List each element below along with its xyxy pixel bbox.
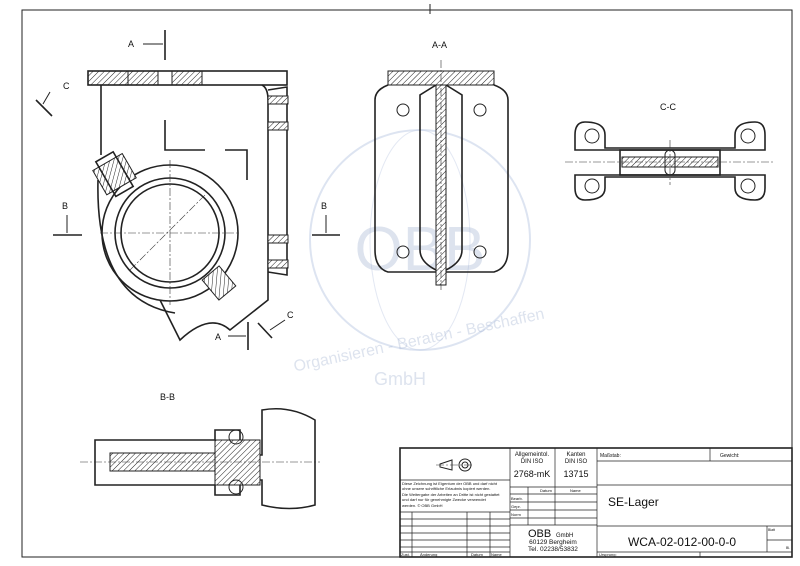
marker-a-top: A	[128, 39, 134, 49]
company-phone: Tel. 02238/53832	[528, 546, 578, 553]
projection-symbol-icon	[436, 458, 474, 472]
tolerance-label: Allgemeintol.	[515, 452, 550, 458]
edges-value: 13715	[563, 469, 588, 479]
copyright-note-line: werden. © OBB GmbH	[402, 503, 443, 508]
company-suffix: GmbH	[556, 533, 573, 539]
copyright-note-line: ohne unsere schriftliche Erlaubnis kopie…	[402, 486, 491, 491]
section-b-b-label: B-B	[160, 392, 175, 402]
company-name: OBB	[528, 528, 551, 540]
sheet-suffix: Bl.	[786, 546, 790, 550]
edges-standard: DIN ISO	[565, 459, 588, 465]
revision-header: Zust.	[401, 552, 410, 557]
marker-b-left: B	[62, 201, 68, 211]
revision-header: Datum	[471, 552, 483, 557]
drawing-number: WCA-02-012-00-0-0	[628, 535, 736, 549]
marker-a-bottom: A	[215, 332, 221, 342]
tolerance-standard: DIN ISO	[521, 459, 544, 465]
section-c-c-label: C-C	[660, 102, 676, 112]
tolerance-value: 2768-mK	[514, 469, 551, 479]
date-header: Datum	[540, 488, 552, 493]
company-address: 60129 Bergheim	[529, 539, 577, 546]
title-block: Diese Zeichnung ist Eigentum der OBB und…	[399, 447, 793, 558]
edges-label: Kanten	[566, 452, 585, 458]
marker-c-top: C	[63, 81, 70, 91]
watermark-suffix: GmbH	[374, 369, 426, 389]
marker-b-right: B	[321, 201, 327, 211]
row-label: Bearb.	[511, 496, 523, 501]
sheet-label: Blatt	[768, 528, 775, 532]
section-a-a-view: A-A	[374, 40, 509, 290]
copyright-note-line: Diese Zeichnung ist Eigentum der OBB und…	[402, 481, 498, 486]
revision-header: Name	[491, 552, 502, 557]
origin-label: Ursprung:	[599, 552, 617, 557]
name-header: Name	[570, 488, 581, 493]
section-b-b-view: B-B	[80, 392, 320, 510]
section-c-c-view: C-C	[565, 102, 775, 201]
scale-label: Maßstab:	[600, 453, 621, 459]
part-name: SE-Lager	[608, 495, 659, 509]
copyright-note-line: Die Weitergabe der Arbeiten an Dritte is…	[402, 492, 500, 497]
section-a-a-label: A-A	[432, 40, 447, 50]
row-label: Norm	[511, 512, 521, 517]
front-view	[87, 70, 289, 342]
revision-header: Änderung	[420, 552, 437, 557]
copyright-note-line: und darf nur für genehmigte Zwecke verwe…	[402, 497, 487, 502]
weight-label: Gewicht:	[720, 453, 739, 459]
section-markers: A A C C B B	[35, 30, 340, 350]
watermark-slogan: Organisieren - Beraten - Beschaffen	[292, 306, 546, 376]
marker-c-bottom: C	[287, 310, 294, 320]
row-label: Gepr.	[511, 504, 521, 509]
